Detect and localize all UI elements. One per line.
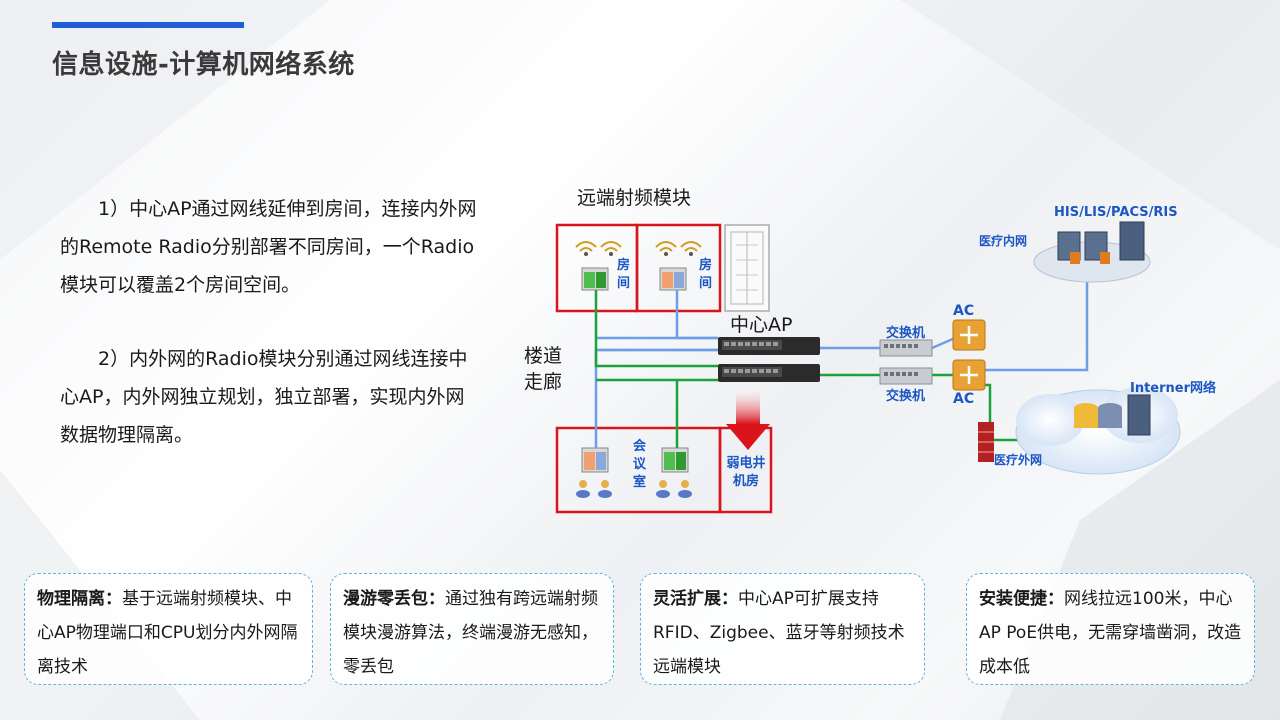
- his-systems-label: HIS/LIS/PACS/RIS: [1054, 205, 1178, 220]
- central-ap-device: [718, 337, 820, 382]
- weak-current-room-label: 弱电井机房: [726, 456, 766, 489]
- card-heading: 灵活扩展：: [653, 589, 738, 609]
- extranet-cables: [594, 290, 1040, 448]
- users-icon: [576, 480, 692, 498]
- card-text: 基于远端射频模块、中心AP物理端口和CPU划分内外网隔离技术: [37, 589, 298, 677]
- room-label: 房间: [617, 258, 631, 291]
- intranet-servers-icon: [1033, 221, 1151, 283]
- feature-card-expansion: 灵活扩展：中心AP可扩展支持RFID、Zigbee、蓝牙等射频技术远端模块: [640, 573, 925, 685]
- room-box-2: [635, 223, 722, 313]
- slide-title: 信息设施-计算机网络系统: [52, 50, 355, 80]
- room-label: 房间: [699, 258, 713, 291]
- feature-card-isolation: 物理隔离：基于远端射频模块、中心AP物理端口和CPU划分内外网隔离技术: [24, 573, 313, 685]
- extranet-label: 医疗外网: [994, 453, 1043, 467]
- down-arrow-icon: [726, 388, 770, 450]
- central-ap-label: 中心AP: [730, 314, 793, 336]
- feature-card-roaming: 漫游零丢包：通过独有跨远端射频模块漫游算法，终端漫游无感知，零丢包: [330, 573, 614, 685]
- database-icon: [1074, 403, 1122, 428]
- switch-device: [879, 339, 933, 385]
- card-text: 通过独有跨远端射频模块漫游算法，终端漫游无感知，零丢包: [343, 589, 598, 677]
- paragraph-2: 2）内外网的Radio模块分别通过网线连接中心AP，内外网独立规划，独立部署，实…: [60, 348, 468, 446]
- title-accent-bar: [52, 22, 244, 28]
- remote-radio-label: 远端射频模块: [577, 187, 692, 209]
- card-text: 中心AP可扩展支持RFID、Zigbee、蓝牙等射频技术远端模块: [653, 589, 905, 677]
- switch-label-top: 交换机: [886, 326, 926, 341]
- intranet-label: 医疗内网: [979, 234, 1028, 248]
- feature-card-installation: 安装便捷：网线拉远100米，中心AP PoE供电，无需穿墙凿洞，改造成本低: [966, 573, 1255, 685]
- internet-label: Interner网络: [1130, 381, 1217, 396]
- corridor-label: 楼道走廊: [524, 345, 563, 393]
- card-heading: 物理隔离：: [37, 589, 122, 609]
- meeting-room-label: 会议室: [633, 439, 647, 490]
- card-text: 网线拉远100米，中心AP PoE供电，无需穿墙凿洞，改造成本低: [979, 589, 1242, 677]
- wifi-icon: [575, 241, 702, 256]
- radio-module-icon: [581, 267, 687, 291]
- door-icon: [724, 224, 770, 312]
- card-heading: 漫游零丢包：: [343, 589, 445, 609]
- ac-controller-icon: [952, 319, 986, 391]
- radio-module-icon: [581, 447, 689, 473]
- card-heading: 安装便捷：: [979, 589, 1064, 609]
- ac-label-top: AC: [953, 303, 975, 319]
- paragraph-1: 1）中心AP通过网线延伸到房间，连接内外网的Remote Radio分别部署不同…: [60, 198, 477, 296]
- switch-label-bottom: 交换机: [886, 389, 926, 404]
- internet-cloud-icon: [1015, 387, 1181, 475]
- firewall-icon: [978, 422, 994, 462]
- ac-label-bottom: AC: [953, 391, 975, 407]
